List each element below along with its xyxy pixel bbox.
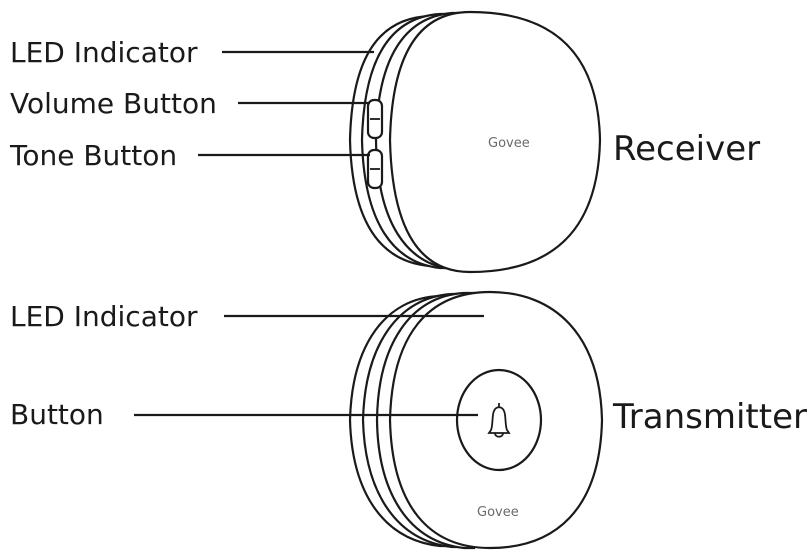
button-label: Button <box>10 398 104 431</box>
receiver-device: Govee <box>348 10 602 274</box>
transmitter-brand-logo: Govee <box>477 505 519 520</box>
doorbell-button[interactable] <box>455 368 543 472</box>
volume-button-label: Volume Button <box>10 87 217 120</box>
transmitter-title: Transmitter <box>612 397 807 437</box>
receiver-front-face <box>388 10 602 274</box>
receiver-led-indicator-label: LED Indicator <box>10 36 198 69</box>
transmitter-led-indicator-label: LED Indicator <box>10 300 198 333</box>
receiver-title: Receiver <box>613 129 760 169</box>
tone-button-label: Tone Button <box>9 139 177 172</box>
transmitter-device: Govee <box>348 290 604 550</box>
receiver-brand-logo: Govee <box>488 136 530 151</box>
bell-icon <box>487 403 511 438</box>
